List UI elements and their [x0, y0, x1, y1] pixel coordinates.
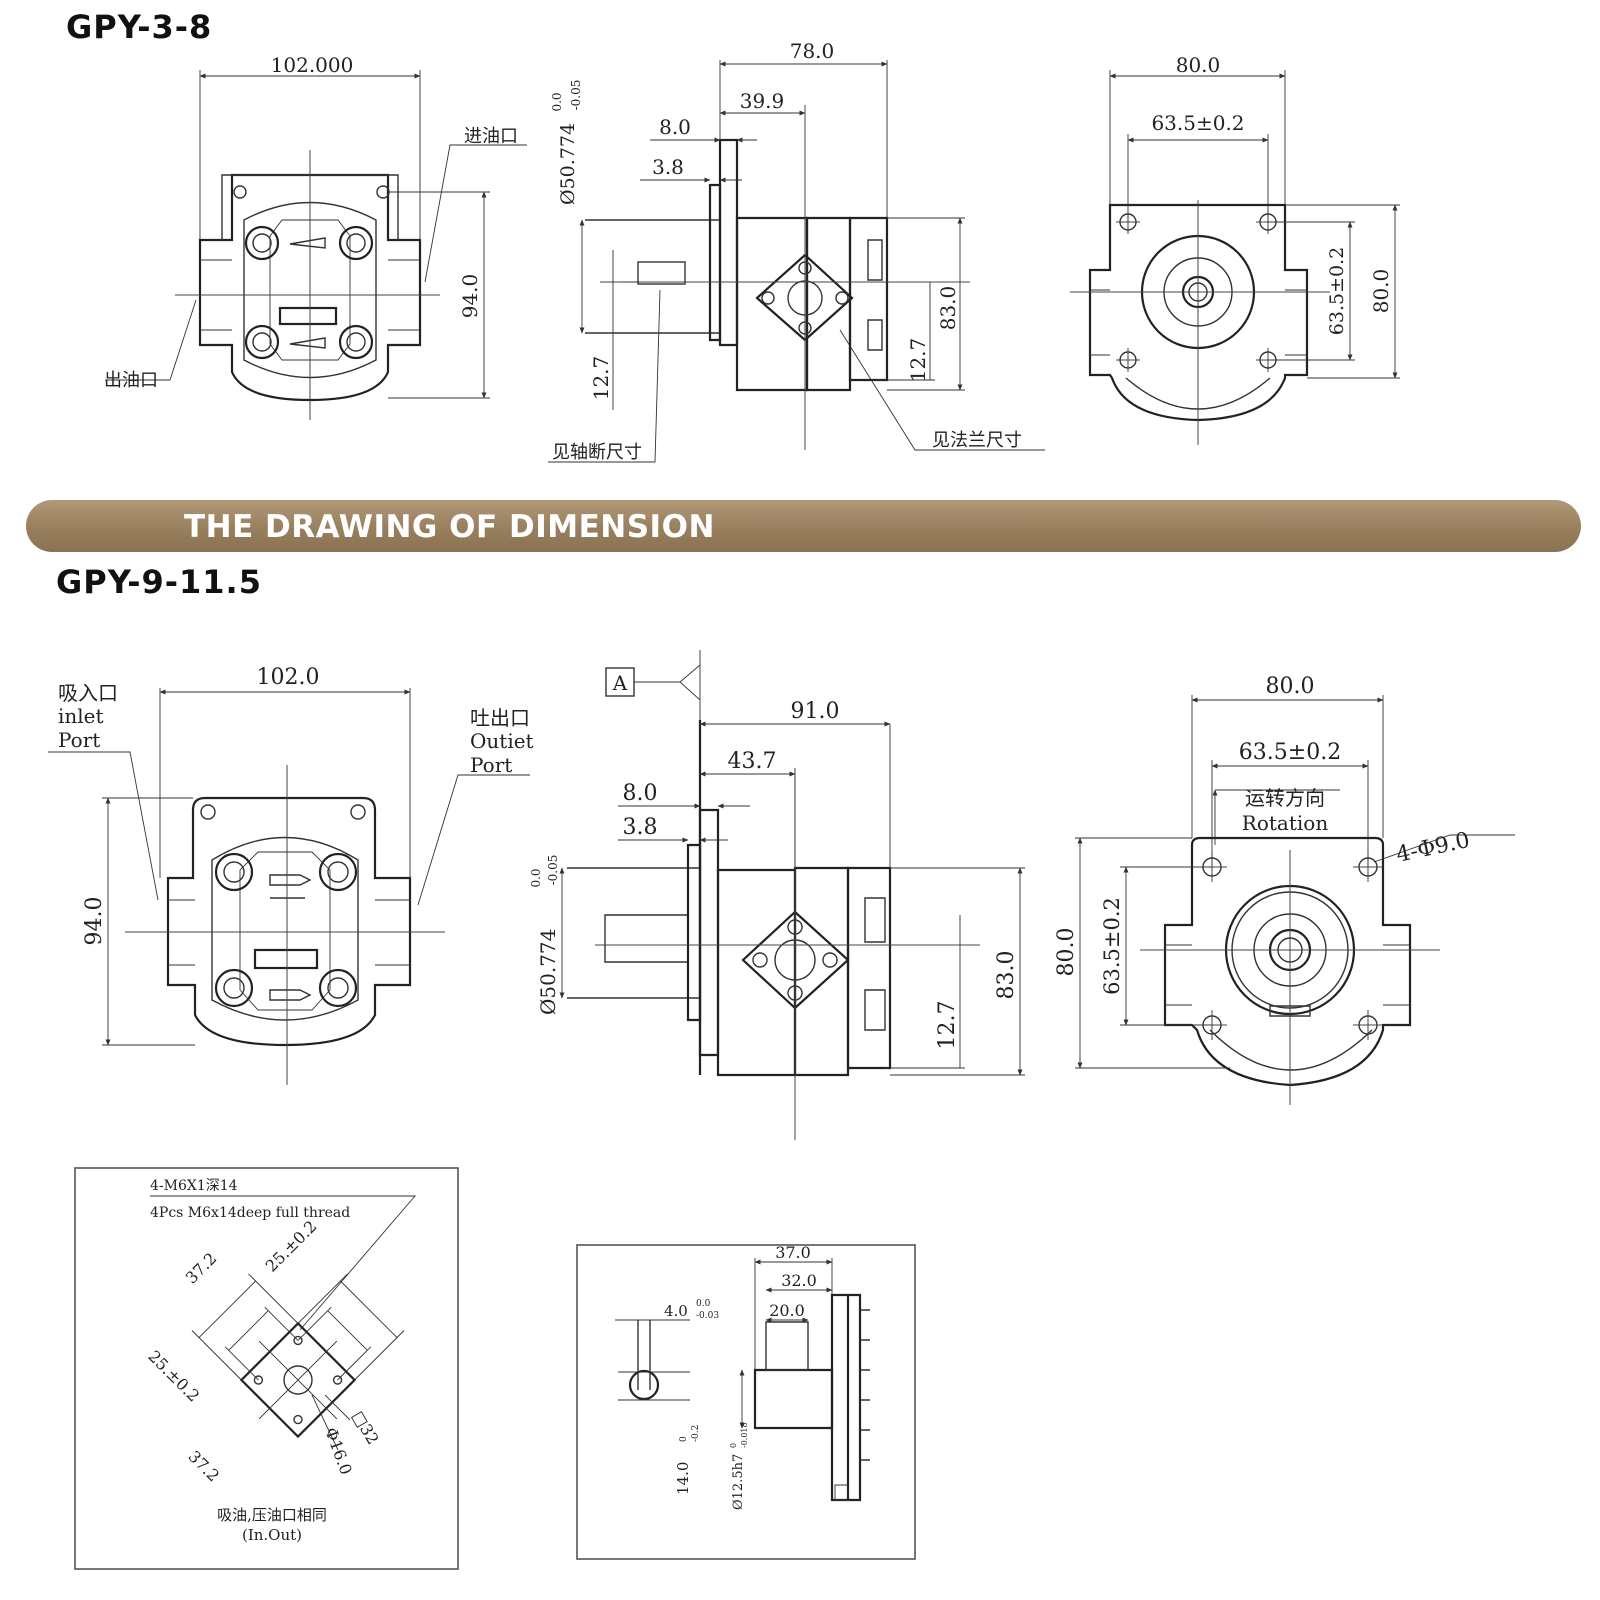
b-outlet-en2: Port: [470, 753, 512, 777]
a-rear-bolt: 63.5±0.2: [1151, 111, 1244, 135]
a-side-d2: 8.0: [659, 115, 691, 139]
shaft-key-tol-dn: -0.03: [696, 1311, 719, 1321]
a-note-flange: 见法兰尺寸: [932, 430, 1022, 451]
shaft-height-tol-dn: -0.2: [691, 1425, 701, 1442]
a-rear-bolt-v: 63.5±0.2: [1326, 247, 1348, 335]
b-rear-bolt-v: 63.5±0.2: [1100, 897, 1124, 995]
a-side-d1: 39.9: [740, 89, 785, 113]
port-square: □32: [349, 1408, 383, 1448]
b-inlet-en1: inlet: [58, 704, 104, 728]
b-rear-holes: 4-Φ9.0: [1394, 828, 1472, 868]
a-front-width: 102.000: [271, 53, 354, 77]
port-d4: 37.2: [185, 1447, 224, 1486]
b-inlet-en2: Port: [58, 728, 100, 752]
b-rear-rot-cn: 运转方向: [1245, 786, 1325, 810]
port-note-en: (In.Out): [242, 1526, 302, 1544]
shaft-len3: 20.0: [769, 1301, 805, 1320]
b-front-width: 102.0: [257, 665, 320, 690]
banner-title: THE DRAWING OF DIMENSION: [184, 509, 715, 545]
b-side-h2: 83.0: [994, 951, 1019, 1000]
b-side-tol-up: 0.0: [529, 868, 543, 887]
b-inlet-cn: 吸入口: [58, 681, 118, 705]
shaft-len2: 32.0: [781, 1271, 817, 1290]
a-side-h2: 12.7: [906, 338, 930, 383]
b-outlet-en1: Outiet: [470, 729, 534, 753]
b-side-overall: 91.0: [791, 699, 840, 724]
section-banner: THE DRAWING OF DIMENSION: [26, 500, 1581, 552]
b-front-height: 94.0: [82, 897, 107, 946]
a-side-overall: 78.0: [790, 39, 835, 63]
a-side-h3: 83.0: [936, 286, 960, 331]
port-d3: 25.±0.2: [144, 1347, 203, 1406]
a-side-h1: 12.7: [589, 356, 613, 401]
a-rear-height: 80.0: [1369, 269, 1393, 314]
a-front-height: 94.0: [458, 274, 482, 319]
port-detail-panel: [74, 1167, 459, 1570]
b-side-d2: 8.0: [623, 781, 658, 806]
model-a-side-view: [548, 60, 1045, 463]
a-note-shaft: 见轴断尺寸: [552, 442, 642, 463]
b-rear-bolt: 63.5±0.2: [1239, 740, 1341, 765]
b-outlet-cn: 吐出口: [470, 706, 530, 730]
b-side-pilot: Ø50.774: [536, 929, 560, 1015]
shaft-dia-tol-dn: -0.018: [740, 1422, 749, 1448]
port-d2: 25.±0.2: [262, 1217, 321, 1276]
b-side-d3: 3.8: [623, 815, 658, 840]
b-datum-label: A: [612, 671, 628, 695]
shaft-dia-tol-up: 0: [729, 1443, 738, 1448]
a-side-d3: 3.8: [652, 155, 684, 179]
model-b-title: GPY-9-11.5: [56, 563, 262, 601]
b-side-d1: 43.7: [728, 749, 777, 774]
b-side-h1: 12.7: [935, 1001, 960, 1050]
b-rear-height: 80.0: [1054, 928, 1079, 977]
model-b-front-view: [48, 688, 530, 1085]
shaft-len1: 37.0: [775, 1243, 811, 1262]
b-rear-width: 80.0: [1266, 674, 1315, 699]
model-a-rear-view: [1070, 70, 1400, 445]
shaft-detail-panel: [576, 1244, 916, 1560]
shaft-key: 4.0: [664, 1302, 688, 1320]
model-a-front-view: [105, 70, 527, 420]
b-side-tol-dn: -0.05: [546, 855, 560, 886]
model-a-title: GPY-3-8: [66, 8, 213, 46]
a-side-pilot: Ø50.774: [557, 123, 579, 205]
port-note-cn: 吸油,压油口相同: [217, 1506, 327, 1524]
port-d1: 37.2: [182, 1249, 221, 1288]
port-thread-en: 4Pcs M6x14deep full thread: [150, 1205, 350, 1221]
a-outlet-label: 出油口: [104, 370, 158, 391]
b-rear-rot-en: Rotation: [1242, 811, 1329, 835]
shaft-height-tol-up: 0: [679, 1436, 689, 1442]
a-side-tol-dn: -0.05: [569, 80, 583, 111]
shaft-dia: Ø12.5h7: [731, 1454, 746, 1510]
shaft-height: 14.0: [674, 1462, 692, 1495]
port-bore: Φ16.0: [321, 1425, 356, 1477]
a-rear-width: 80.0: [1176, 53, 1221, 77]
a-inlet-label: 进油口: [464, 126, 518, 147]
shaft-key-tol-up: 0.0: [696, 1299, 711, 1309]
a-side-tol-up: 0.0: [550, 92, 564, 111]
model-b-side-view: [559, 650, 1025, 1140]
port-thread-cn: 4-M6X1深14: [150, 1178, 238, 1194]
model-b-rear-view: [1075, 695, 1515, 1105]
